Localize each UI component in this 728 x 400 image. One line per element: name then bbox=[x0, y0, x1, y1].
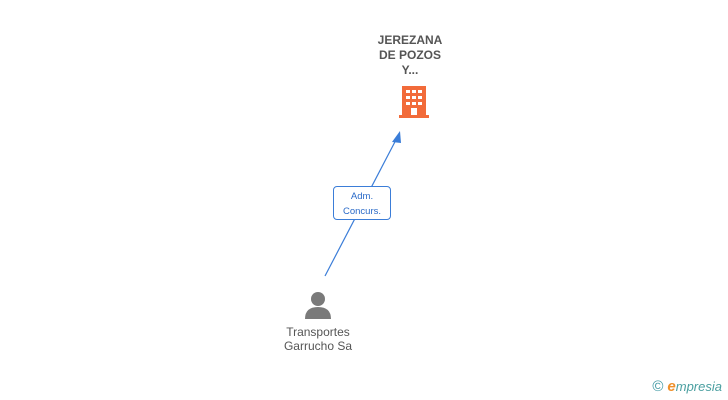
brand-initial: e bbox=[667, 378, 676, 395]
building-icon[interactable] bbox=[398, 83, 430, 119]
company-name-line-3: Y... bbox=[401, 63, 419, 77]
company-name[interactable]: JEREZANA DE POZOS Y... bbox=[360, 33, 460, 78]
copyright-icon: © bbox=[652, 378, 664, 395]
brand-logo: empresia bbox=[667, 378, 722, 395]
role-line-2: Concurs. bbox=[342, 206, 381, 217]
brand-name: mpresia bbox=[675, 379, 722, 394]
company-name-line-1: JEREZANA bbox=[377, 33, 443, 47]
company-name-line-2: DE POZOS bbox=[378, 48, 441, 62]
role-badge[interactable]: Adm. Concurs. bbox=[333, 186, 391, 220]
person-name-line-2: Garrucho Sa bbox=[283, 339, 353, 353]
person-name-line-1: Transportes bbox=[286, 325, 350, 339]
role-line-1: Adm. bbox=[350, 191, 374, 202]
footer-brand[interactable]: © empresia bbox=[652, 378, 722, 395]
person-name[interactable]: Transportes Garrucho Sa bbox=[258, 325, 378, 353]
person-icon[interactable] bbox=[303, 290, 333, 320]
arrowhead-icon bbox=[392, 131, 401, 143]
